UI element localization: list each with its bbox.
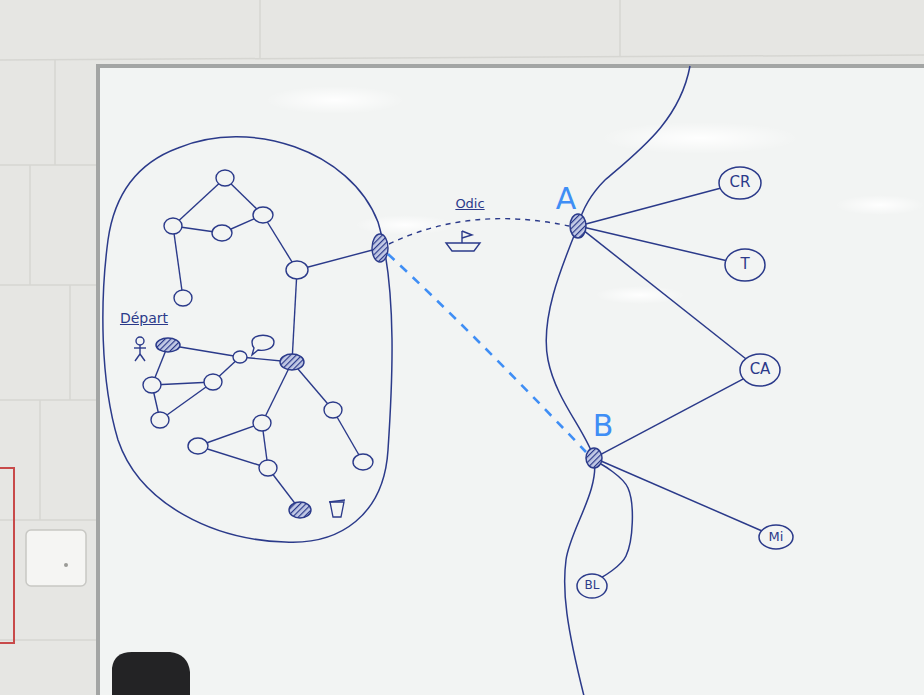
glare — [265, 86, 405, 114]
island-path — [297, 248, 380, 270]
wall-sign — [0, 468, 14, 643]
island-path — [198, 446, 268, 468]
island-path — [160, 382, 213, 420]
island-outline — [103, 137, 392, 542]
sensor-light — [64, 563, 68, 567]
glare — [355, 215, 455, 235]
town-circle: CR — [718, 166, 762, 200]
town-outline — [577, 574, 607, 598]
island-stop — [174, 290, 192, 306]
road-line — [601, 464, 633, 577]
eraser — [112, 652, 190, 695]
road-line — [586, 228, 726, 261]
town-circle: Mi — [758, 524, 794, 550]
island-stop — [353, 454, 373, 470]
island-stop — [259, 460, 277, 476]
ferry-route — [389, 219, 569, 244]
island-stop — [188, 438, 208, 454]
island-stop — [324, 402, 342, 418]
hatched-port — [156, 338, 180, 352]
island-path — [173, 226, 183, 298]
speech-bubble — [252, 335, 274, 355]
island-stop — [253, 415, 271, 431]
road-line — [585, 232, 746, 359]
island-stop — [204, 374, 222, 390]
island-stop — [164, 218, 182, 234]
hatched-stop — [372, 234, 388, 262]
town-outline — [740, 354, 780, 386]
island-graph — [143, 170, 388, 518]
road-line — [602, 461, 762, 530]
route-label: Odic — [455, 197, 484, 212]
glare — [595, 286, 685, 304]
island-stop — [233, 351, 247, 363]
island-stop — [286, 261, 308, 279]
town-outline — [725, 249, 765, 281]
road-line — [586, 188, 720, 224]
person-icon — [134, 337, 146, 361]
island-stop — [151, 412, 169, 428]
island-path — [262, 362, 292, 423]
node-label: CA — [750, 361, 771, 378]
island-stop — [143, 377, 161, 393]
node-label: Mi — [769, 530, 784, 545]
whiteboard — [98, 66, 924, 695]
glare — [600, 122, 800, 154]
start-stop: Départ — [155, 337, 181, 353]
glare — [835, 195, 924, 215]
hatched-stop — [280, 354, 304, 370]
node-heading: Départ — [120, 310, 168, 326]
proposed-route — [388, 254, 586, 452]
island-path — [173, 178, 225, 226]
town-outline — [719, 167, 761, 199]
trash-icon — [329, 500, 345, 517]
node-outline — [585, 447, 603, 469]
coastline — [546, 66, 690, 695]
town-circle: BL — [576, 573, 608, 599]
hatched-port — [586, 448, 602, 468]
island-path — [292, 270, 297, 362]
node-label: BL — [585, 579, 600, 593]
town-circle: T — [724, 248, 766, 282]
island-stop — [253, 207, 273, 223]
town-circle: CA — [739, 353, 781, 387]
island-stop — [212, 225, 232, 241]
node-label: T — [740, 256, 749, 273]
node-label: CR — [730, 174, 751, 191]
node-outline — [155, 337, 181, 353]
boat-icon — [446, 231, 480, 251]
hatched-port — [570, 214, 586, 238]
node-heading: A — [556, 182, 577, 217]
node-heading: B — [593, 409, 614, 444]
port-node: B — [585, 447, 603, 469]
node-outline — [569, 213, 587, 239]
hatched-stop — [289, 502, 311, 518]
wall-sensor — [26, 530, 86, 586]
island-stop — [216, 170, 234, 186]
port-node: A — [569, 213, 587, 239]
road-line — [601, 379, 743, 454]
town-outline — [759, 525, 793, 549]
